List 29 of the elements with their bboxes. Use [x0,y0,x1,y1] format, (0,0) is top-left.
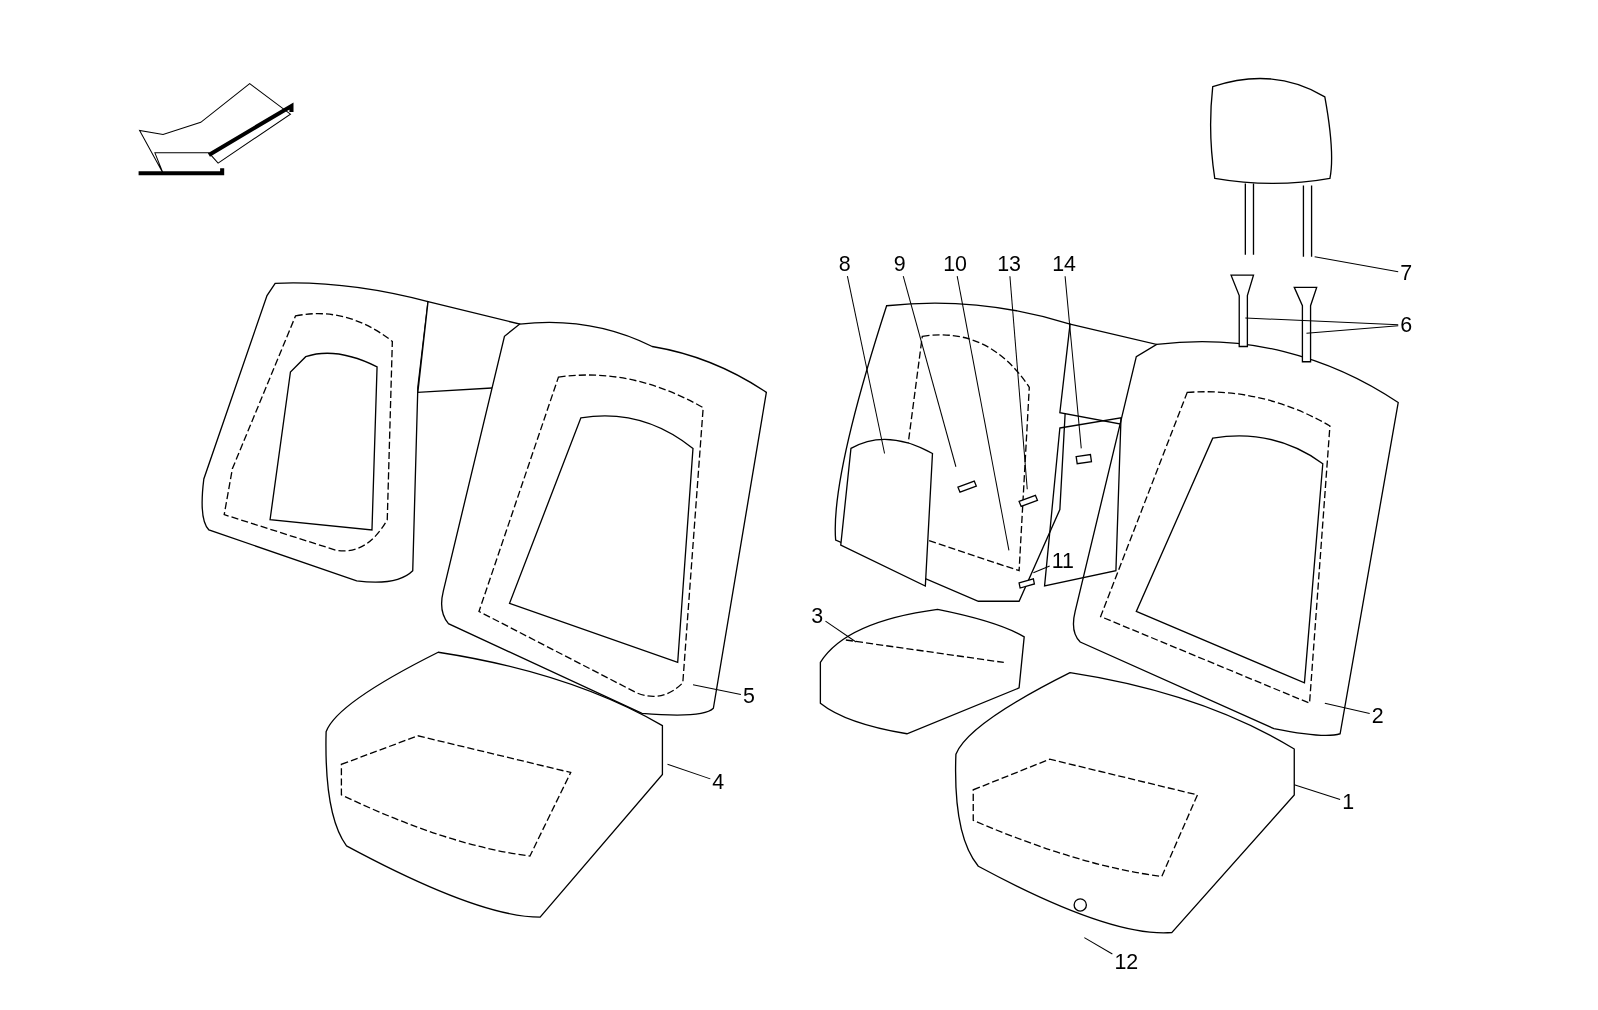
leader-line [956,275,1010,551]
callout-number: 11 [1051,549,1074,572]
callout-number: 10 [943,252,967,276]
leader-line [824,620,857,643]
leader-line [1244,317,1399,326]
leader-line [667,763,711,780]
callout-number: 3 [811,604,824,627]
leader-line [692,684,742,695]
leader-line [1314,256,1399,273]
callout-number: 1 [1342,790,1355,814]
callout-number: 6 [1400,313,1413,337]
leader-line [1032,565,1051,574]
leader-line [1306,325,1399,334]
callout-number: 9 [893,252,906,276]
leader-line [1293,784,1341,800]
leader-line [846,275,886,454]
callout-number: 7 [1400,261,1413,285]
leader-line [1083,937,1113,955]
callout-number: 14 [1052,252,1077,276]
leader-line [902,275,957,468]
callout-number: 12 [1114,950,1139,974]
callout-number: 4 [712,770,725,793]
callout-number: 2 [1371,704,1384,727]
callout-number: 13 [997,252,1021,276]
leader-line [1064,275,1082,449]
callout-number: 8 [838,252,851,276]
callout-number: 5 [742,684,755,708]
leader-line [1324,702,1371,715]
leader-line [1009,275,1028,490]
